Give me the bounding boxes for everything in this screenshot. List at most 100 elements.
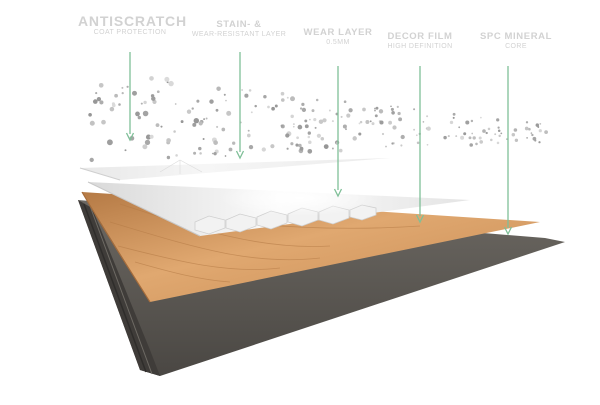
particle (458, 126, 461, 129)
particle (308, 140, 312, 145)
particle (241, 89, 244, 91)
particle (498, 134, 501, 138)
particle (307, 135, 311, 139)
callout-title: DECOR FILM (387, 31, 453, 42)
callout-arrowhead (503, 226, 513, 236)
particle (416, 141, 420, 145)
particle (497, 126, 500, 129)
particle (216, 125, 219, 128)
particle (307, 131, 311, 135)
particle (524, 126, 529, 131)
particle (248, 144, 254, 150)
callout-title: STAIN- & (216, 19, 262, 30)
particle (216, 86, 221, 91)
stain-resistant-layer (79, 158, 390, 181)
particle (160, 125, 163, 128)
particle (290, 142, 294, 146)
particle (155, 123, 160, 127)
particle (381, 132, 385, 136)
particle (121, 91, 124, 95)
particle (126, 85, 129, 88)
particle (485, 131, 488, 135)
particle (124, 149, 127, 152)
particle (379, 120, 384, 125)
particle (398, 117, 403, 122)
particle (331, 120, 334, 123)
particle (385, 145, 387, 148)
particle (374, 109, 376, 112)
particle (143, 100, 147, 105)
particle (469, 143, 473, 147)
particle (470, 119, 474, 123)
particle (203, 118, 206, 121)
particle (301, 102, 305, 107)
particle (396, 105, 399, 108)
particle (514, 138, 519, 142)
callout-arrowhead (333, 188, 343, 198)
particle (202, 138, 205, 140)
callout-subtitle: HIGH DEFINITION (387, 42, 453, 50)
particle (244, 93, 249, 98)
particle (250, 111, 253, 114)
particle (348, 108, 353, 113)
particle (248, 89, 252, 92)
callout-title: ANTISCRATCH (78, 13, 187, 29)
particle (106, 139, 113, 146)
callout-subtitle: COAT PROTECTION (93, 29, 167, 37)
callout-subtitle: 0.5MM (326, 38, 350, 46)
particle (99, 100, 104, 105)
particle (211, 152, 214, 155)
particle (478, 136, 482, 140)
callout-label-stain-resistant: STAIN- & WEAR-RESISTANT LAYER (186, 19, 292, 39)
particle (526, 136, 529, 139)
particle (378, 109, 384, 114)
particle (267, 105, 270, 109)
callout-label-antiscratch: ANTISCRATCH COAT PROTECTION (78, 13, 187, 37)
particle (286, 147, 289, 150)
particle (323, 144, 329, 149)
particle (224, 155, 227, 157)
particle (400, 144, 403, 147)
particle (369, 120, 372, 123)
wear-layer-sheet (87, 180, 470, 237)
particle (538, 141, 541, 144)
particle (132, 90, 137, 96)
callout-label-wear-layer: WEAR LAYER 0.5MM (300, 27, 376, 47)
particle (531, 133, 534, 137)
particle (246, 133, 251, 138)
particle (166, 138, 171, 143)
particle (497, 129, 501, 132)
particle (358, 132, 362, 136)
particle (397, 111, 401, 116)
particle (223, 93, 226, 96)
particle (280, 91, 285, 96)
callout-label-mineral-core: SPC MINERAL CORE (476, 31, 556, 51)
particle (118, 103, 121, 106)
particle (452, 112, 456, 116)
particle (156, 90, 160, 94)
callout-arrowhead (415, 214, 425, 224)
particle (506, 138, 508, 140)
particle (311, 109, 315, 113)
particle (342, 124, 347, 129)
particle (280, 98, 285, 102)
particle (109, 106, 115, 112)
particle (443, 135, 447, 140)
particle (215, 108, 219, 112)
particle (318, 119, 324, 124)
particle (198, 146, 202, 151)
particle (426, 143, 429, 146)
particle (270, 144, 275, 149)
particle (475, 142, 478, 146)
particle (304, 124, 309, 129)
particle (388, 120, 393, 125)
particle (320, 137, 325, 141)
particle (180, 120, 184, 124)
particle (213, 140, 218, 145)
particle (315, 98, 319, 102)
particle (88, 112, 92, 117)
particle (314, 126, 317, 129)
particle (365, 120, 370, 124)
particle (174, 103, 177, 105)
particle (338, 148, 343, 153)
